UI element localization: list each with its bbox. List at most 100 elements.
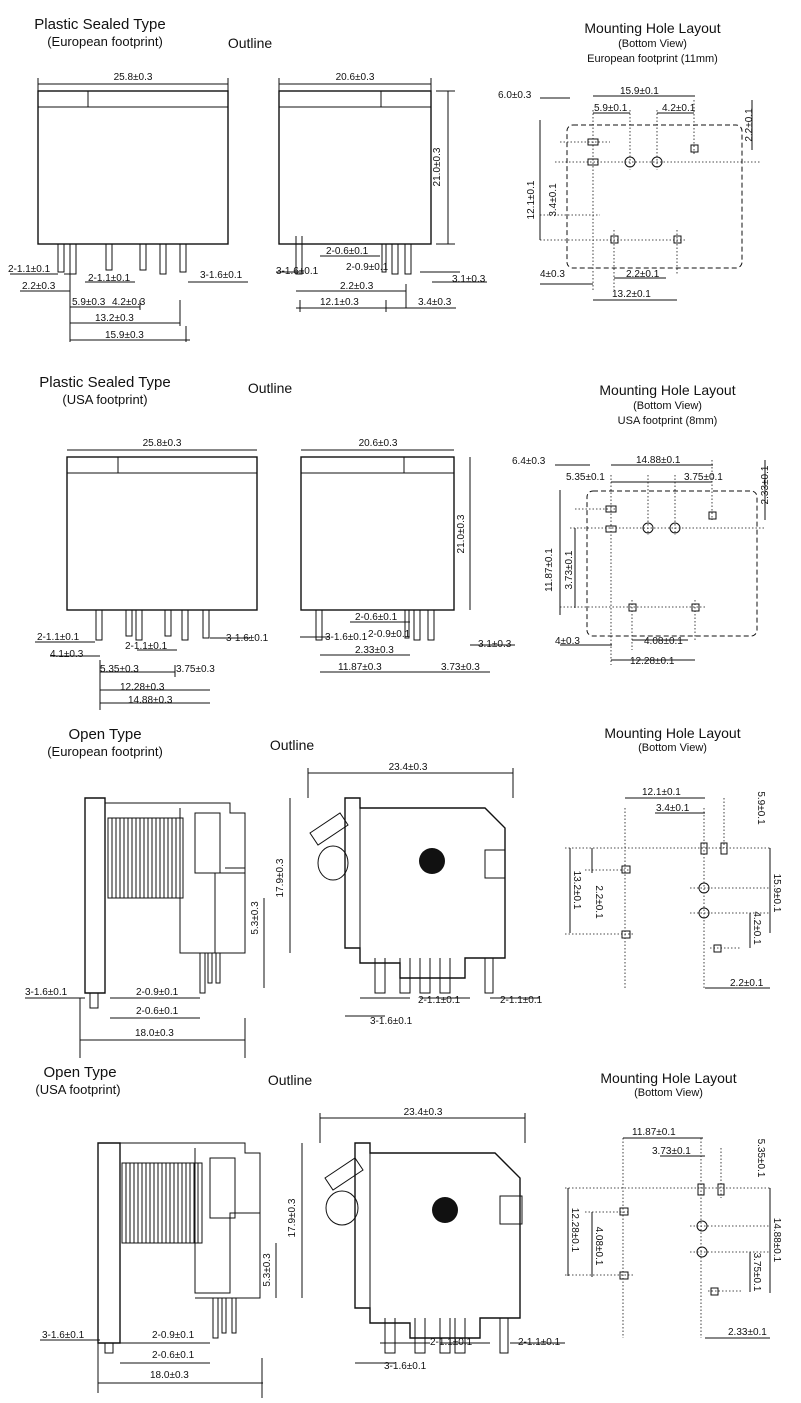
dim: 11.87±0.3 bbox=[338, 662, 382, 673]
dim: 4.1±0.3 bbox=[50, 649, 84, 660]
outline-label: Outline bbox=[247, 380, 293, 396]
dim: 3-1.6±0.1 bbox=[226, 633, 269, 644]
dim: 4.2±0.1 bbox=[751, 911, 762, 945]
dim: 2-1.1±0.1 bbox=[430, 1337, 473, 1348]
dim: 2-1.1±0.1 bbox=[518, 1337, 561, 1348]
front-knob-view bbox=[307, 768, 540, 1017]
dim: 3-1.6±0.1 bbox=[325, 632, 368, 643]
dim: 18.0±0.3 bbox=[135, 1028, 174, 1039]
dim: 5.35±0.3 bbox=[100, 664, 139, 675]
dim: 5.35±0.1 bbox=[566, 472, 605, 483]
panel-subtitle: (European footprint) bbox=[47, 744, 163, 759]
dim: 23.4±0.3 bbox=[389, 762, 428, 773]
dim: 11.87±0.1 bbox=[632, 1127, 676, 1138]
dim: 3-1.6±0.1 bbox=[42, 1330, 85, 1341]
dim: 2-0.6±0.1 bbox=[355, 612, 398, 623]
dim: 20.6±0.3 bbox=[336, 72, 375, 83]
mount-title: Mounting Hole Layout bbox=[600, 1070, 737, 1086]
side-coil-view bbox=[40, 1142, 303, 1398]
dim: 3-1.6±0.1 bbox=[200, 270, 243, 281]
outline-label: Outline bbox=[227, 35, 273, 51]
dim: 5.35±0.1 bbox=[755, 1139, 766, 1178]
dim: 3.73±0.1 bbox=[652, 1146, 691, 1157]
mount-footprint: USA footprint (8mm) bbox=[617, 415, 718, 427]
panel-plastic-usa: Plastic Sealed Type (USA footprint) Outl… bbox=[0, 360, 801, 718]
hole-layout bbox=[555, 460, 766, 665]
dim: 2-1.1±0.1 bbox=[500, 995, 543, 1006]
dim: 21.0±0.3 bbox=[456, 514, 467, 553]
panel-plastic-european: Plastic Sealed Type (European footprint)… bbox=[0, 0, 801, 360]
open-european-drawing: 17.9±0.3 5.3±0.3 3-1.6±0.1 2-0.9±0.1 2-0… bbox=[25, 762, 782, 1058]
dim: 2.2±0.1 bbox=[744, 108, 755, 142]
dim: 13.2±0.1 bbox=[571, 871, 582, 910]
dim: 25.8±0.3 bbox=[114, 72, 153, 83]
dim: 14.88±0.1 bbox=[771, 1218, 782, 1263]
dim: 15.9±0.1 bbox=[620, 86, 659, 97]
mount-view: (Bottom View) bbox=[634, 1087, 703, 1099]
dim: 3-1.6±0.1 bbox=[276, 266, 319, 277]
dim: 12.28±0.1 bbox=[569, 1208, 580, 1253]
dim: 25.8±0.3 bbox=[143, 438, 182, 449]
mount-title: Mounting Hole Layout bbox=[604, 725, 741, 741]
dim: 5.3±0.3 bbox=[250, 901, 261, 935]
dim: 15.9±0.1 bbox=[771, 874, 782, 913]
dim: 18.0±0.3 bbox=[150, 1370, 189, 1381]
mount-view: (Bottom View) bbox=[638, 742, 707, 754]
dim: 3.73±0.1 bbox=[564, 550, 575, 589]
plastic-european-drawing: 25.8±0.3 2-1.1±0.1 2-1.1±0.1 3-1.6±0.1 2… bbox=[8, 72, 760, 342]
dim: 13.2±0.1 bbox=[612, 289, 651, 300]
mount-title: Mounting Hole Layout bbox=[584, 20, 721, 36]
dim: 5.9±0.3 bbox=[72, 297, 106, 308]
dim: 2.2±0.3 bbox=[22, 281, 56, 292]
dim: 2-1.1±0.1 bbox=[88, 273, 131, 284]
front-view bbox=[10, 78, 248, 342]
dim: 3.1±0.3 bbox=[478, 639, 512, 650]
dim: 12.1±0.1 bbox=[642, 787, 681, 798]
dim: 6.0±0.3 bbox=[498, 90, 532, 101]
panel-title: Plastic Sealed Type bbox=[34, 16, 166, 33]
dim: 2-0.6±0.1 bbox=[136, 1006, 179, 1017]
panel-subtitle: (European footprint) bbox=[47, 34, 163, 49]
hole-layout bbox=[539, 95, 760, 301]
dim: 5.9±0.1 bbox=[594, 103, 628, 114]
dim: 12.1±0.1 bbox=[526, 180, 537, 219]
dim: 4±0.3 bbox=[540, 269, 565, 280]
dim: 5.9±0.1 bbox=[755, 791, 766, 825]
dim: 2-0.9±0.1 bbox=[346, 262, 389, 273]
dim: 5.3±0.3 bbox=[262, 1253, 273, 1287]
dim: 3.73±0.3 bbox=[441, 662, 480, 673]
dim: 12.28±0.1 bbox=[630, 656, 675, 667]
dim: 11.87±0.1 bbox=[544, 548, 555, 592]
dim: 2-0.9±0.1 bbox=[136, 987, 179, 998]
outline-label: Outline bbox=[269, 737, 315, 753]
dim: 4.2±0.3 bbox=[112, 297, 146, 308]
dim: 14.88±0.1 bbox=[636, 455, 681, 466]
dim: 2-0.6±0.1 bbox=[326, 246, 369, 257]
panel-title: Plastic Sealed Type bbox=[39, 374, 171, 391]
dim: 3.75±0.1 bbox=[751, 1253, 762, 1292]
hole-layout bbox=[565, 797, 771, 989]
dim: 3.4±0.3 bbox=[418, 297, 452, 308]
mount-footprint: European footprint (11mm) bbox=[587, 53, 718, 65]
dim: 13.2±0.3 bbox=[95, 313, 134, 324]
dim: 20.6±0.3 bbox=[359, 438, 398, 449]
dim: 2.33±0.1 bbox=[760, 465, 771, 504]
dim: 4.2±0.1 bbox=[662, 103, 696, 114]
outline-label: Outline bbox=[267, 1072, 313, 1088]
dim: 15.9±0.3 bbox=[105, 330, 144, 341]
dim: 2.2±0.1 bbox=[593, 885, 604, 919]
dim: 2-1.1±0.1 bbox=[125, 641, 168, 652]
mount-view: (Bottom View) bbox=[618, 38, 687, 50]
dim: 3-1.6±0.1 bbox=[384, 1361, 427, 1372]
dim: 2.2±0.3 bbox=[340, 281, 374, 292]
dim: 3-1.6±0.1 bbox=[25, 987, 68, 998]
dim: 3-1.6±0.1 bbox=[370, 1016, 413, 1027]
plastic-usa-drawing: 25.8±0.3 2-1.1±0.1 2-1.1±0.1 3-1.6±0.1 4… bbox=[35, 438, 771, 710]
panel-subtitle: (USA footprint) bbox=[62, 392, 148, 407]
front-knob-view bbox=[319, 1113, 565, 1364]
side-view bbox=[300, 449, 515, 673]
open-usa-drawing: 17.9±0.3 5.3±0.3 3-1.6±0.1 2-0.9±0.1 2-0… bbox=[40, 1107, 782, 1398]
panel-open-usa: Open Type (USA footprint) Outline Mounti… bbox=[0, 1058, 801, 1403]
dim: 2-0.9±0.1 bbox=[368, 629, 411, 640]
dim: 2-1.1±0.1 bbox=[37, 632, 80, 643]
